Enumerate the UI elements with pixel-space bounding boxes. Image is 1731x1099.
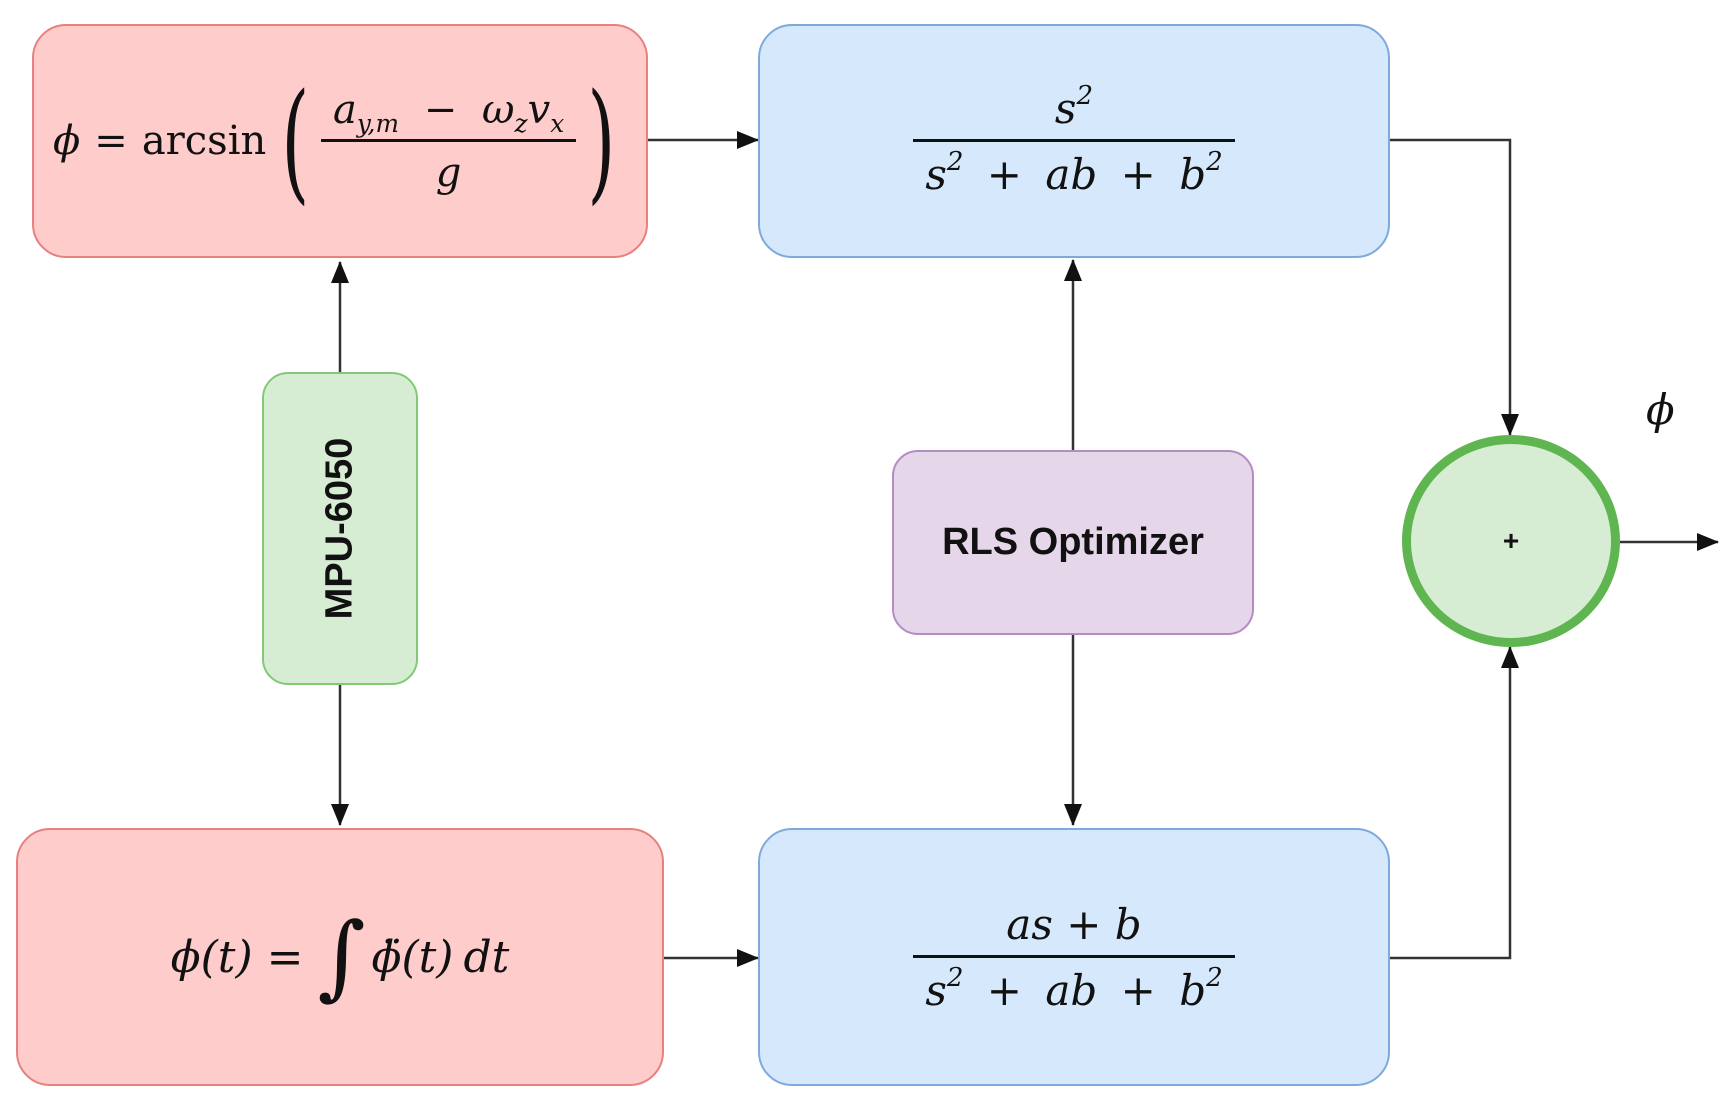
optimizer-block: RLS Optimizer	[892, 450, 1254, 635]
hp-den-ab: ab	[1045, 149, 1098, 199]
hp-num-s: s	[1054, 83, 1077, 133]
hp-den-s: s	[925, 149, 947, 199]
gyro-angle-equation: ϕ(t) = ∫ ϕ̈(t) dt	[171, 911, 510, 1003]
lp-den-plus1: +	[986, 965, 1022, 1015]
accel-minus: −	[423, 86, 458, 133]
output-phi-label: ϕ	[1646, 385, 1675, 434]
accel-v-sub: x	[550, 108, 565, 138]
gyro-dt: dt	[463, 931, 510, 983]
lp-den-s-exp: 2	[946, 962, 964, 993]
gyro-angle-block: ϕ(t) = ∫ ϕ̈(t) dt	[16, 828, 664, 1086]
hp-den-plus1: +	[986, 149, 1022, 199]
lp-den-plus2: +	[1120, 965, 1156, 1015]
arrow-highpass-to-summer	[1390, 138, 1519, 436]
lp-den-b-exp: 2	[1206, 962, 1223, 993]
hp-den-s-exp: 2	[946, 146, 964, 177]
gyro-phi-t: ϕ(t)	[170, 931, 253, 983]
accel-arcsin: arcsin	[141, 118, 267, 164]
sensor-block: MPU-6050	[262, 372, 418, 685]
accel-omega: ω	[481, 86, 515, 133]
high-pass-transfer-function: s2 s2 + ab + b2	[913, 80, 1235, 199]
accel-fraction: ay,m − ωzvx g	[320, 87, 577, 196]
accel-denominator: g	[320, 138, 577, 196]
gyro-equals: =	[266, 931, 304, 983]
arrow-lowpass-to-summer	[1390, 646, 1519, 960]
hp-den-plus2: +	[1120, 149, 1156, 199]
lp-den-s: s	[925, 965, 947, 1015]
high-pass-fraction: s2 s2 + ab + b2	[913, 80, 1235, 199]
lp-den-b: b	[1179, 965, 1207, 1015]
integral-sign: ∫	[317, 903, 366, 1010]
hp-num-exp: 2	[1076, 80, 1094, 111]
low-pass-filter-block: as + b s2 + ab + b2	[758, 828, 1390, 1086]
accel-a-sub: y,m	[356, 108, 399, 138]
low-pass-denominator: s2 + ab + b2	[913, 954, 1235, 1015]
low-pass-transfer-function: as + b s2 + ab + b2	[913, 899, 1235, 1015]
optimizer-label: RLS Optimizer	[942, 521, 1204, 563]
right-paren: )	[587, 65, 616, 217]
high-pass-filter-block: s2 s2 + ab + b2	[758, 24, 1390, 258]
lp-den-ab: ab	[1045, 965, 1098, 1015]
accel-v: v	[527, 86, 551, 133]
accel-a: a	[332, 86, 357, 133]
left-paren: (	[281, 65, 310, 217]
summing-junction: +	[1402, 435, 1620, 647]
accel-numerator: ay,m − ωzvx	[321, 87, 576, 139]
high-pass-denominator: s2 + ab + b2	[913, 138, 1235, 199]
accel-equals: =	[94, 118, 128, 164]
summing-plus-sign: +	[1502, 525, 1520, 556]
sensor-label: MPU-6050	[318, 437, 361, 620]
low-pass-fraction: as + b s2 + ab + b2	[913, 899, 1235, 1015]
hp-den-b: b	[1179, 149, 1207, 199]
low-pass-numerator: as + b	[1006, 899, 1142, 949]
high-pass-numerator: s2	[1043, 80, 1105, 139]
hp-den-b-exp: 2	[1206, 146, 1223, 177]
gyro-phi-ddot: ϕ̈(t)	[371, 931, 454, 983]
accel-angle-block: ϕ = arcsin ( ay,m − ωzvx g )	[32, 24, 648, 258]
accel-angle-equation: ϕ = arcsin ( ay,m − ωzvx g )	[53, 76, 627, 206]
accel-omega-sub: z	[514, 108, 528, 138]
accel-phi: ϕ	[53, 118, 81, 164]
